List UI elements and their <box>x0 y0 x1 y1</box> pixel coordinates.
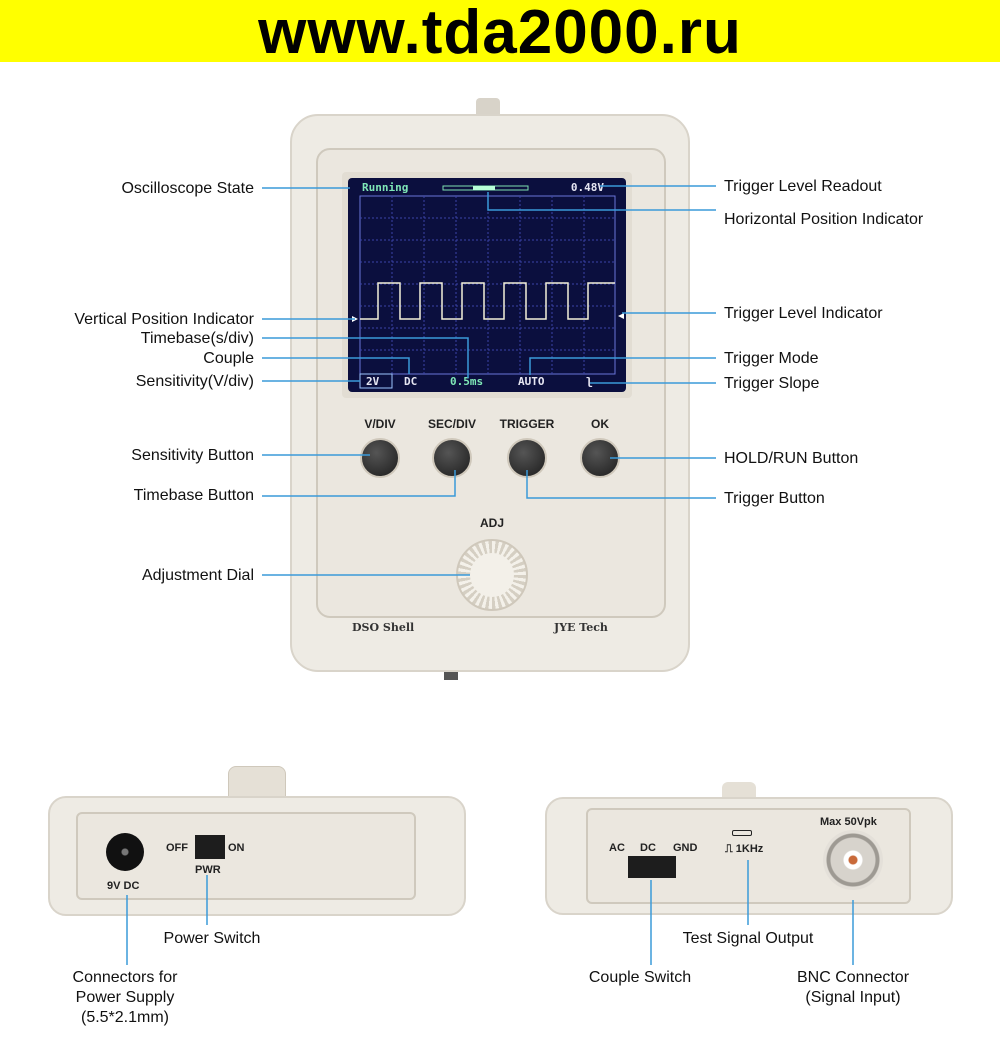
callout-connectors-1: Connectors for <box>72 969 178 986</box>
trigger-label: TRIGGER <box>499 417 555 431</box>
ok-label: OK <box>591 417 609 431</box>
callout-sensitivity: Sensitivity(V/div) <box>135 373 254 390</box>
sensitivity-value: 2V <box>366 375 380 388</box>
sensitivity-button[interactable] <box>360 438 400 478</box>
timebase-value: 0.5ms <box>450 375 484 388</box>
callout-timebase-button: Timebase Button <box>133 487 254 504</box>
callout-bnc-2: (Signal Input) <box>805 989 901 1006</box>
callout-couple: Couple <box>203 350 254 367</box>
callout-hold-run-button: HOLD/RUN Button <box>724 450 859 467</box>
callout-bnc-1: BNC Connector <box>796 969 910 986</box>
callout-trigger-level-readout: Trigger Level Readout <box>724 178 882 195</box>
callout-trigger-slope: Trigger Slope <box>724 375 820 392</box>
trigger-slope-value: ʅ <box>586 375 593 388</box>
callout-horizontal-position: Horizontal Position Indicator <box>724 211 924 228</box>
couple-switch[interactable] <box>628 856 676 878</box>
gnd-label: GND <box>673 842 698 854</box>
secdiv-label: SEC/DIV <box>427 417 476 431</box>
waveform-grid <box>352 185 624 389</box>
trigger-button[interactable] <box>507 438 547 478</box>
square-wave-trace <box>360 282 615 320</box>
vdiv-label: V/DIV <box>364 417 396 431</box>
knob-side <box>228 766 286 800</box>
callout-trigger-level-indicator: Trigger Level Indicator <box>724 305 883 322</box>
callout-adjustment-dial: Adjustment Dial <box>141 567 254 584</box>
trigger-mode-value: AUTO <box>518 375 545 388</box>
couple-value: DC <box>404 375 418 388</box>
max-voltage-label: Max 50Vpk <box>820 816 877 828</box>
on-label: ON <box>228 842 245 854</box>
callout-test-signal: Test Signal Output <box>682 930 814 947</box>
off-label: OFF <box>166 842 188 854</box>
callout-trigger-mode: Trigger Mode <box>724 350 819 367</box>
site-banner: www.tda2000.ru <box>0 0 1000 66</box>
hold-run-button[interactable] <box>580 438 620 478</box>
dial-cap <box>470 553 514 597</box>
trigger-level-marker <box>618 313 624 319</box>
knob-side-right <box>722 782 756 798</box>
callout-vertical-position: Vertical Position Indicator <box>74 311 254 328</box>
pwr-label: PWR <box>195 864 221 876</box>
oscilloscope-state: Running <box>362 181 409 194</box>
trigger-level-readout: 0.48V <box>570 181 604 194</box>
brand-dso-shell: DSO Shell <box>352 621 415 634</box>
callout-oscilloscope-state: Oscilloscope State <box>121 180 254 197</box>
callout-power-switch: Power Switch <box>163 930 261 947</box>
callout-timebase: Timebase(s/div) <box>140 330 254 347</box>
timebase-button[interactable] <box>432 438 472 478</box>
bottom-switch-tab <box>444 672 458 680</box>
test-signal-terminal <box>732 830 752 836</box>
vertical-position-marker <box>352 316 358 322</box>
power-jack <box>106 833 144 871</box>
callout-couple-switch: Couple Switch <box>588 969 692 986</box>
test-signal-label: ⎍ 1KHz <box>725 843 764 855</box>
power-switch[interactable] <box>195 835 225 859</box>
callout-connectors-3: (5.5*2.1mm) <box>80 1009 170 1026</box>
power-jack-label: 9V DC <box>107 880 140 892</box>
ac-label: AC <box>609 842 625 854</box>
oscilloscope-screen: Running 0.48V 2V DC 0.5ms AUTO ʅ <box>348 178 626 392</box>
adj-label: ADJ <box>479 516 504 530</box>
callout-trigger-button: Trigger Button <box>724 490 825 507</box>
dc-label: DC <box>640 842 656 854</box>
callout-connectors-2: Power Supply <box>75 989 175 1006</box>
callout-sensitivity-button: Sensitivity Button <box>131 447 254 464</box>
bnc-connector[interactable] <box>823 830 883 890</box>
brand-jye-tech: JYE Tech <box>554 621 608 634</box>
